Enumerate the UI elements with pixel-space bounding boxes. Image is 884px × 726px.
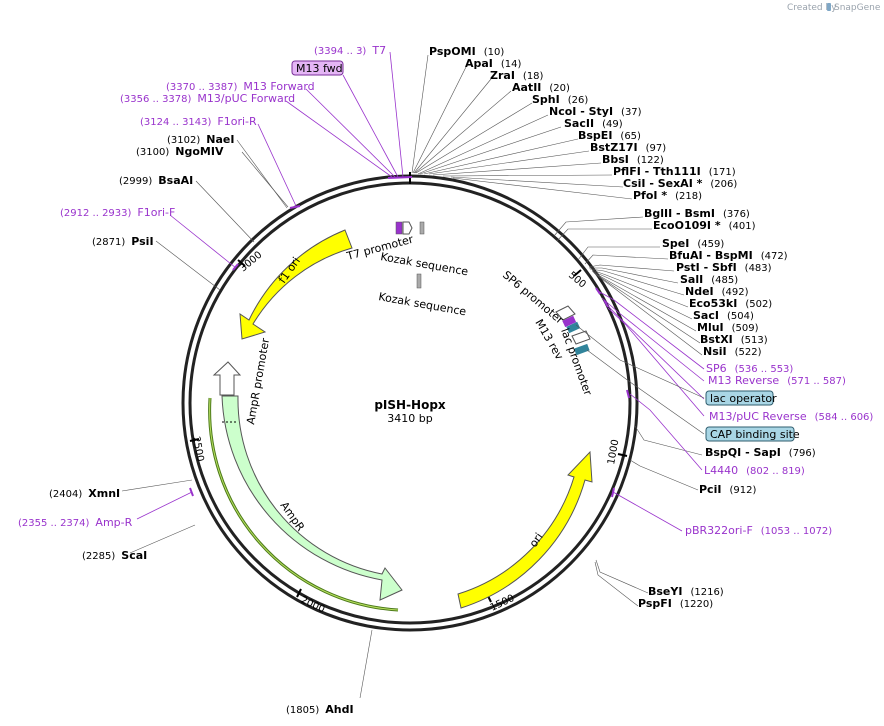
primer-m13-reverse[interactable]: M13 Reverse(571 .. 587) bbox=[708, 374, 846, 387]
primer-l4440[interactable]: L4440(802 .. 819) bbox=[704, 464, 805, 477]
enzyme-sali[interactable]: SalI(485) bbox=[680, 273, 738, 286]
enzyme-saci[interactable]: SacI(504) bbox=[693, 309, 754, 322]
kozak-mark-1 bbox=[419, 221, 425, 235]
enzyme-eco53ki[interactable]: Eco53kI(502) bbox=[689, 297, 772, 310]
enzyme-ndei[interactable]: NdeI(492) bbox=[685, 285, 749, 298]
enzyme-ecoo109i[interactable]: EcoO109I *(401) bbox=[653, 219, 756, 232]
m13-rev-feature bbox=[571, 330, 591, 345]
enzyme-bseyi[interactable]: BseYI(1216) bbox=[648, 585, 724, 598]
enzyme-bspei[interactable]: BspEI(65) bbox=[578, 129, 641, 142]
enzyme-psii[interactable]: (2871)PsiI bbox=[92, 235, 154, 248]
enzyme-bstxi[interactable]: BstXI(513) bbox=[700, 333, 768, 346]
sp6-promoter-label: SP6 promoter bbox=[500, 268, 566, 327]
enzyme-leader-lines bbox=[121, 54, 703, 699]
t7-arrow-feature bbox=[402, 221, 413, 235]
enzyme-bsaai[interactable]: (2999)BsaAI bbox=[119, 174, 193, 187]
created-by-label: Created by bbox=[787, 3, 837, 13]
m13-fwd-box[interactable] bbox=[291, 60, 344, 76]
enzyme-pspomi[interactable]: PspOMI(10) bbox=[429, 45, 504, 58]
enzyme-pcii[interactable]: PciI(912) bbox=[699, 483, 756, 496]
plasmid-length: 3410 bp bbox=[387, 412, 432, 425]
enzyme-bfuai-bspmi[interactable]: BfuAI - BspMI(472) bbox=[669, 249, 788, 262]
primer-m13-puc-forward[interactable]: (3356 .. 3378)M13/pUC Forward bbox=[120, 92, 295, 105]
enzyme-naei[interactable]: (3102)NaeI bbox=[167, 133, 234, 146]
enzyme-pspfi[interactable]: PspFI(1220) bbox=[638, 597, 713, 610]
primer-m13-forward[interactable]: (3370 .. 3387)M13 Forward bbox=[166, 80, 315, 93]
primer-leader-lines bbox=[136, 51, 705, 532]
kozak-mark-2 bbox=[416, 273, 422, 289]
enzyme-labels: PspOMI(10) ApaI(14) ZraI(18) AatII(20) S… bbox=[49, 45, 816, 716]
lac-operator-mark bbox=[566, 321, 581, 334]
enzyme-aatii[interactable]: AatII(20) bbox=[512, 81, 570, 94]
kozak-sequence-label-1: Kozak sequence bbox=[379, 250, 469, 278]
enzyme-zrai[interactable]: ZraI(18) bbox=[490, 69, 544, 82]
sp6-primer-mark bbox=[562, 315, 577, 328]
enzyme-bspqi-sapi[interactable]: BspQI - SapI(796) bbox=[705, 446, 816, 459]
ampr-promoter-label: AmpR promoter bbox=[244, 337, 272, 426]
m13-rev-label: M13 rev bbox=[532, 317, 566, 362]
cap-binding-site-box[interactable] bbox=[705, 426, 795, 442]
primer-amp-r[interactable]: (2355 .. 2374)Amp-R bbox=[18, 516, 133, 529]
enzyme-scai[interactable]: (2285)ScaI bbox=[82, 549, 147, 562]
primer-sp6[interactable]: SP6(536 .. 553) bbox=[706, 362, 793, 375]
m13-fwd-label: M13 fwd bbox=[296, 62, 343, 75]
sp6-promoter-feature bbox=[555, 305, 576, 321]
enzyme-nsii[interactable]: NsiI(522) bbox=[703, 345, 762, 358]
tick-label-2500: 2500 bbox=[190, 436, 205, 463]
enzyme-sphi[interactable]: SphI(26) bbox=[532, 93, 588, 106]
f1-ori-feature bbox=[239, 229, 353, 340]
ampr-feature bbox=[221, 395, 403, 601]
tick-marks bbox=[189, 259, 628, 603]
enzyme-psti-sbfi[interactable]: PstI - SbfI(483) bbox=[676, 261, 772, 274]
enzyme-apai[interactable]: ApaI(14) bbox=[465, 57, 522, 70]
primer-labels: (3394 .. 3)T7 M13 fwd (3370 .. 3387)M13 … bbox=[18, 44, 873, 537]
tick-label-500: 500 bbox=[566, 270, 588, 291]
plasmid-name: pISH-Hopx bbox=[374, 398, 446, 412]
lac-operator-box[interactable] bbox=[705, 390, 774, 406]
t7-promoter-mark bbox=[395, 221, 403, 235]
cap-binding-site-label: CAP binding site bbox=[710, 428, 800, 441]
enzyme-spei[interactable]: SpeI(459) bbox=[662, 237, 724, 250]
kozak-sequence-label-2: Kozak sequence bbox=[377, 290, 467, 318]
enzyme-bbsi[interactable]: BbsI(122) bbox=[602, 153, 664, 166]
primer-pbr322ori-f[interactable]: pBR322ori-F(1053 .. 1072) bbox=[685, 524, 832, 537]
enzyme-bstz17i[interactable]: BstZ17I(97) bbox=[590, 141, 666, 154]
tick-label-1000: 1000 bbox=[606, 439, 621, 466]
ampr-cds-line-glow bbox=[209, 397, 399, 611]
brand-label: SnapGene bbox=[834, 3, 881, 13]
enzyme-sacii[interactable]: SacII(49) bbox=[564, 117, 623, 130]
enzyme-ahdi[interactable]: (1805)AhdI bbox=[286, 703, 354, 716]
primer-m13-puc-reverse[interactable]: M13/pUC Reverse(584 .. 606) bbox=[709, 410, 873, 423]
enzyme-mlui[interactable]: MluI(509) bbox=[697, 321, 759, 334]
enzyme-csii-sexai[interactable]: CsiI - SexAI *(206) bbox=[623, 177, 737, 190]
tick-label-2000: 2000 bbox=[299, 595, 327, 616]
enzyme-pflfi-tth111i[interactable]: PflFI - Tth111I(171) bbox=[613, 165, 736, 178]
enzyme-xmni[interactable]: (2404)XmnI bbox=[49, 487, 120, 500]
snapgene-logo-icon bbox=[827, 3, 831, 11]
primer-f1ori-r[interactable]: (3124 .. 3143)F1ori-R bbox=[140, 115, 257, 128]
ampr-promoter-feature bbox=[212, 361, 242, 396]
enzyme-ncoi-styi[interactable]: NcoI - StyI(37) bbox=[549, 105, 642, 118]
primer-t7[interactable]: (3394 .. 3)T7 bbox=[314, 44, 386, 57]
enzyme-bglii-bsmi[interactable]: BglII - BsmI(376) bbox=[644, 207, 750, 220]
cap-binding-mark bbox=[574, 343, 590, 356]
primer-f1ori-f[interactable]: (2912 .. 2933)F1ori-F bbox=[60, 206, 175, 219]
lac-operator-label: lac operator bbox=[710, 392, 777, 405]
tick-label-3000: 3000 bbox=[238, 250, 265, 275]
enzyme-ngomiv[interactable]: (3100)NgoMIV bbox=[136, 145, 224, 158]
enzyme-pfoi[interactable]: PfoI *(218) bbox=[633, 189, 702, 202]
feature-leader-lines bbox=[575, 324, 705, 435]
ori-feature bbox=[457, 450, 593, 609]
